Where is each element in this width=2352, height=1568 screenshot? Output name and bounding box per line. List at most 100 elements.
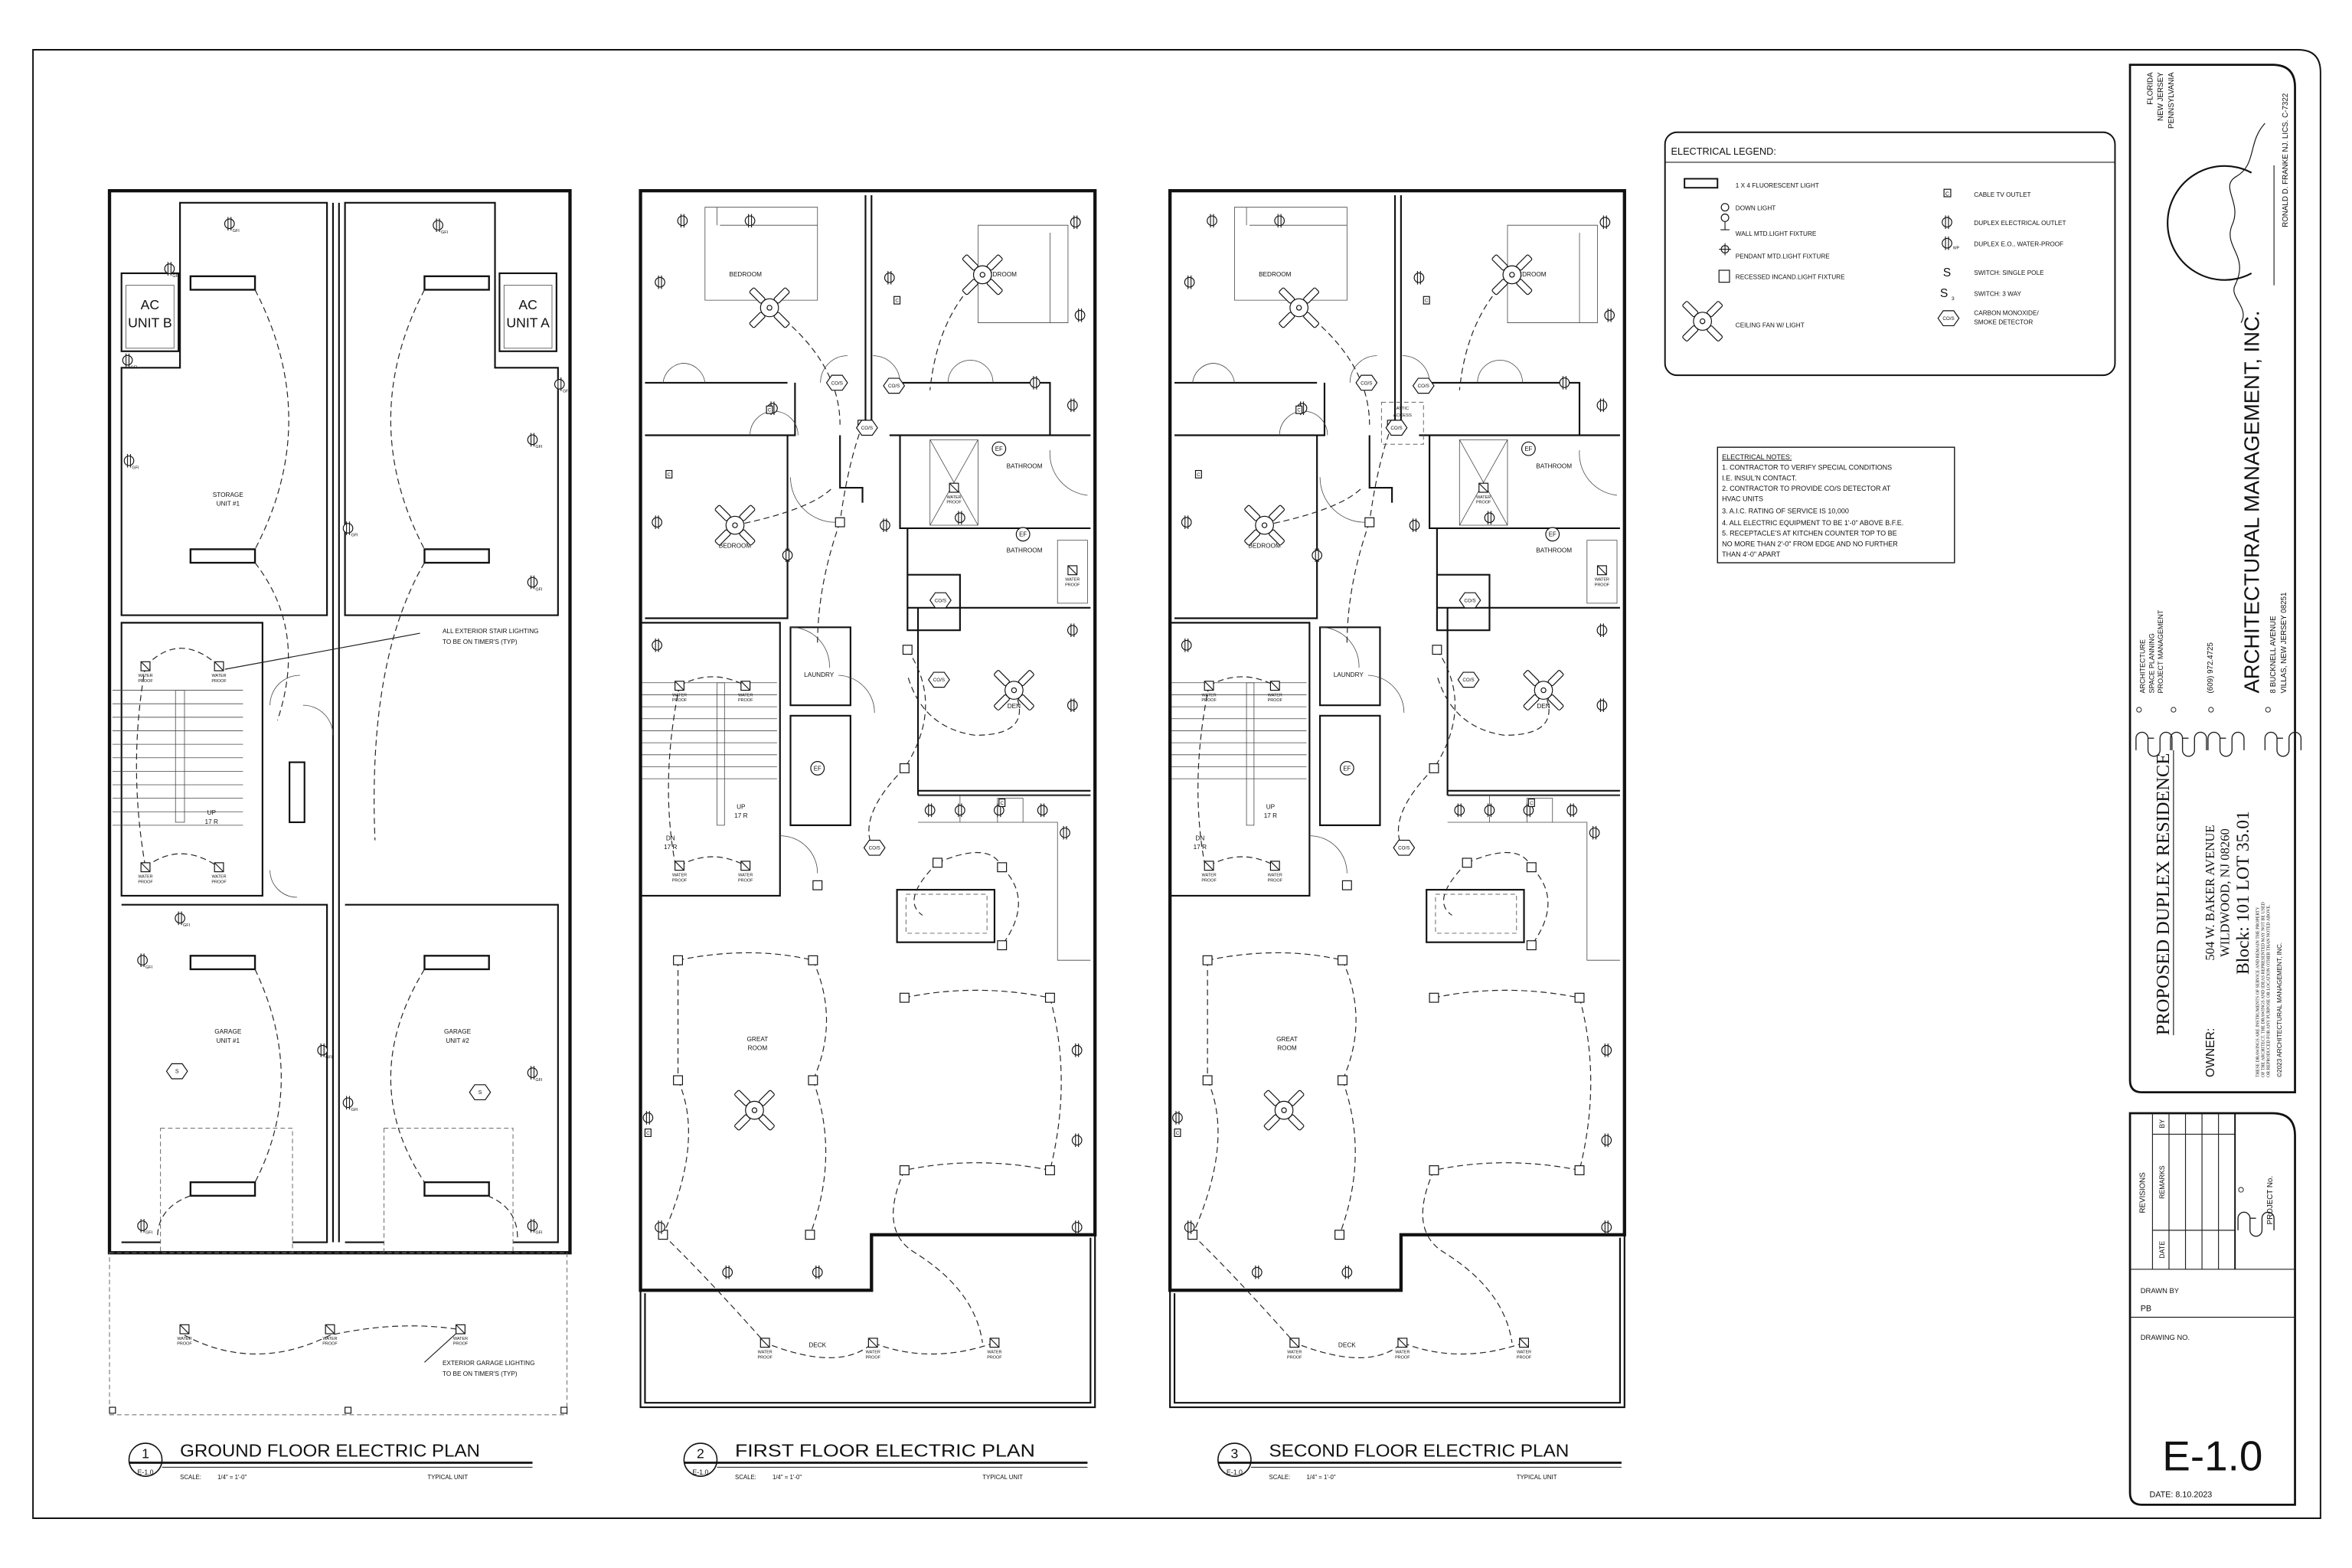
legend-label: DOWN LIGHT xyxy=(1736,205,1776,212)
recessed-light-icon xyxy=(997,940,1008,951)
cable-tv-outlet-icon: C xyxy=(1295,405,1303,414)
project-no-label: PROJECT No. xyxy=(2266,1176,2275,1224)
recessed-light-icon xyxy=(808,1075,818,1086)
site-city: WILDWOOD, NJ 08260 xyxy=(2217,828,2232,957)
plan-note: TYPICAL UNIT xyxy=(1517,1474,1557,1481)
ceiling-fan-icon xyxy=(1247,1073,1321,1147)
second-floor-plan xyxy=(1170,191,1625,1407)
water-proof-label: WATER xyxy=(1268,693,1282,697)
duplex-outlet-icon xyxy=(1484,802,1495,818)
recessed-light-icon xyxy=(1334,1230,1345,1240)
legend-label: SWITCH: 3 WAY xyxy=(1974,290,2021,297)
stair-label: 17 R xyxy=(205,818,218,825)
water-proof-light-icon xyxy=(1397,1338,1408,1348)
plan-title-text: FIRST FLOOR ELECTRIC PLAN xyxy=(735,1441,1035,1461)
water-proof-label: WATER xyxy=(1268,873,1282,877)
recessed-light-icon xyxy=(1429,992,1439,1003)
duplex-outlet-icon xyxy=(1559,375,1570,390)
cable-tv-outlet-icon: C xyxy=(1943,188,1952,198)
room-label: ROOM xyxy=(748,1045,768,1052)
water-proof-label: PROOF xyxy=(1268,698,1283,703)
firm-logo-icon xyxy=(2170,707,2207,757)
firm-address: VILLAS, NEW JERSEY 08251 xyxy=(2280,593,2288,694)
water-proof-light-icon xyxy=(456,1324,466,1334)
note-line: THAN 4'-0" APART xyxy=(1722,550,1781,558)
duplex-outlet-icon xyxy=(884,270,895,286)
water-proof-label: PROOF xyxy=(1065,583,1080,587)
ceiling-fan-icon xyxy=(717,1073,792,1147)
drawing-number: E-1.0 xyxy=(2162,1432,2262,1479)
svg-text:S: S xyxy=(479,1090,482,1096)
svg-text:CO/S: CO/S xyxy=(861,426,873,431)
duplex-outlet-icon xyxy=(1251,1265,1263,1280)
smoke-detector-icon: S xyxy=(469,1084,492,1100)
room-label: BEDROOM xyxy=(1259,271,1292,278)
legend-label: CARBON MONOXIDE/ xyxy=(1974,310,2039,317)
stair-label: UP xyxy=(1266,803,1276,810)
svg-text:EF: EF xyxy=(1549,531,1557,538)
stair-rail xyxy=(717,682,725,826)
gfi-label: GFI xyxy=(535,1231,543,1236)
svg-text:CO/S: CO/S xyxy=(888,384,900,389)
ceiling-fan-icon xyxy=(977,653,1051,727)
water-proof-label: PROOF xyxy=(1201,878,1217,883)
disclaimer-text: OF THE ARCHITECT. THE DRAWINGS AND IDEAS… xyxy=(2262,902,2266,1077)
exhaust-fan-icon: EF xyxy=(991,441,1007,456)
legend-label: PENDANT MTD.LIGHT FIXTURE xyxy=(1736,253,1831,260)
room-label: GARAGE xyxy=(214,1028,242,1035)
duplex-outlet-icon xyxy=(1566,802,1578,818)
revision-col-date: DATE xyxy=(2158,1241,2166,1259)
detail-number: 1 xyxy=(142,1446,149,1462)
water-proof-label: PROOF xyxy=(211,679,227,684)
water-proof-label: PROOF xyxy=(1268,878,1283,883)
cable-tv-outlet-icon: C xyxy=(893,296,901,305)
room-label: UNIT #1 xyxy=(217,501,240,508)
plan-note: TYPICAL UNIT xyxy=(982,1474,1023,1481)
room-label: BATHROOM xyxy=(1536,547,1572,554)
note-line: 4. ALL ELECTRIC EQUIPMENT TO BE 1'-0" AB… xyxy=(1722,519,1903,527)
duplex-outlet-icon xyxy=(652,514,662,530)
legend-label: CEILING FAN W/ LIGHT xyxy=(1736,322,1805,328)
drawn-by-value: PB xyxy=(2141,1305,2151,1314)
duplex-outlet-icon xyxy=(1067,622,1078,638)
note-line: NO MORE THAN 2'-0" FROM EDGE AND NO FURT… xyxy=(1722,540,1898,547)
duplex-outlet-icon xyxy=(1596,622,1608,638)
firm-logo-icon xyxy=(2264,707,2302,757)
pendant-light-icon xyxy=(1719,243,1731,256)
water-proof-light-icon xyxy=(675,861,684,871)
co-smoke-detector-icon: CO/S xyxy=(1459,592,1481,609)
drawn-by-label: DRAWN BY xyxy=(2141,1286,2180,1295)
duplex-outlet-icon xyxy=(1341,1265,1353,1280)
water-proof-label: WATER xyxy=(672,873,687,877)
note-line: HVAC UNITS xyxy=(1722,495,1763,503)
room-label: BEDROOM xyxy=(985,271,1018,278)
duplex-outlet-icon xyxy=(1601,1220,1612,1235)
water-proof-label: PROOF xyxy=(138,880,153,884)
water-proof-label: WATER xyxy=(1395,1351,1410,1355)
svg-text:C: C xyxy=(1530,801,1534,806)
co-smoke-detector-icon: CO/S xyxy=(1412,377,1435,394)
room-label: LAUNDRY xyxy=(804,671,835,678)
first-floor-plan xyxy=(639,188,1097,1409)
stair-rail xyxy=(175,690,185,823)
scale-value: 1/4" = 1'-0" xyxy=(773,1474,802,1481)
recessed-light-icon xyxy=(673,955,684,965)
duplex-outlet-icon xyxy=(677,213,688,228)
room-label: DECK xyxy=(1338,1342,1356,1349)
room-label: UNIT #1 xyxy=(217,1037,240,1044)
room-label: AC xyxy=(518,297,537,312)
svg-text:C: C xyxy=(1176,1131,1180,1136)
svg-text:CO/S: CO/S xyxy=(1464,598,1475,603)
svg-text:CO/S: CO/S xyxy=(1398,846,1410,851)
cable-tv-outlet-icon: C xyxy=(1194,469,1202,479)
driveway xyxy=(109,1252,568,1416)
gfi-label: GFI xyxy=(130,365,138,370)
ground-stairs xyxy=(112,690,243,826)
legend-label: SMOKE DETECTOR xyxy=(1974,319,2033,326)
duplex-outlet-icon xyxy=(1413,270,1425,286)
duplex-outlet-icon xyxy=(1074,308,1086,323)
duplex-outlet-icon xyxy=(1454,802,1465,818)
duplex-outlet-icon xyxy=(1071,1043,1083,1058)
svg-text:CO/S: CO/S xyxy=(831,381,843,386)
water-proof-light-icon xyxy=(867,1338,878,1348)
